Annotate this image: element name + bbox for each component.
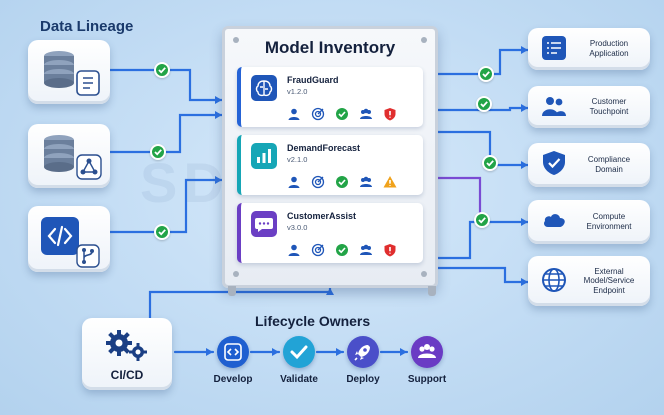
model-name: DemandForecast <box>287 143 361 153</box>
check-icon <box>476 96 492 112</box>
check-circle-icon <box>336 108 348 120</box>
check-circle-icon <box>336 244 348 256</box>
step-deploy[interactable] <box>347 336 379 368</box>
model-inventory-title: Model Inventory <box>264 38 396 57</box>
check-icon <box>290 345 308 360</box>
step-validate[interactable] <box>283 336 315 368</box>
model-card-fraudguard[interactable]: FraudGuard v1.2.0 <box>237 67 423 127</box>
output-label: External Model/Service Endpoint <box>583 266 635 295</box>
check-icon <box>478 66 494 82</box>
data-lineage-title: Data Lineage <box>40 18 134 35</box>
model-inventory-board: Model Inventory FraudGuard v1.2.0 Demand… <box>222 26 438 288</box>
alert-shield-icon <box>384 108 396 121</box>
target-icon <box>311 107 325 121</box>
team-icon <box>360 108 372 119</box>
user-icon <box>288 108 300 120</box>
check-icon <box>482 155 498 171</box>
output-compute-environment[interactable]: Compute Environment <box>528 200 650 244</box>
model-name: CustomerAssist <box>287 211 357 221</box>
output-label: Production Application <box>589 39 629 58</box>
warning-triangle-icon <box>383 176 397 188</box>
rocket-icon <box>354 345 370 361</box>
cicd-tile[interactable]: CI/CD <box>82 318 172 390</box>
database-icon <box>44 135 74 172</box>
target-icon <box>311 175 325 189</box>
model-version: v1.2.0 <box>287 87 308 96</box>
model-version: v2.1.0 <box>287 155 308 164</box>
model-name: FraudGuard <box>287 75 339 85</box>
output-label: Compliance Domain <box>587 155 631 174</box>
database-graph-source[interactable] <box>28 124 110 188</box>
check-icon <box>154 62 170 78</box>
step-label: Deploy <box>346 374 380 385</box>
code-repository-source[interactable] <box>28 206 110 272</box>
output-external-endpoint[interactable]: External Model/Service Endpoint <box>528 256 650 306</box>
output-production-application[interactable]: Production Application <box>528 28 650 70</box>
step-label: Support <box>407 374 447 385</box>
check-circle-icon <box>336 176 348 188</box>
database-icon <box>44 51 74 88</box>
model-card-customerassist[interactable]: CustomerAssist v3.0.0 <box>237 203 423 263</box>
check-icon <box>150 144 166 160</box>
lifecycle-owners-title: Lifecycle Owners <box>255 313 371 329</box>
code-icon <box>41 217 79 255</box>
document-icon <box>76 70 100 96</box>
network-graph-icon <box>76 154 102 180</box>
step-support[interactable] <box>411 336 443 368</box>
output-label: Compute Environment <box>586 212 632 231</box>
user-icon <box>288 244 300 256</box>
alert-shield-icon <box>384 244 396 257</box>
target-icon <box>311 243 325 257</box>
output-label: Customer Touchpoint <box>589 97 629 116</box>
step-label: Validate <box>280 374 318 385</box>
team-icon <box>360 176 372 187</box>
output-compliance-domain[interactable]: Compliance Domain <box>528 143 650 187</box>
people-icon <box>418 344 436 358</box>
globe-icon <box>542 268 566 292</box>
cicd-label: CI/CD <box>110 368 144 382</box>
model-version: v3.0.0 <box>287 223 308 232</box>
git-branch-icon <box>76 244 100 268</box>
application-icon <box>542 36 566 60</box>
check-icon <box>154 224 170 240</box>
bar-chart-icon <box>251 143 277 169</box>
users-icon <box>542 97 566 116</box>
brain-icon <box>251 75 277 101</box>
output-customer-touchpoint[interactable]: Customer Touchpoint <box>528 86 650 128</box>
chat-icon <box>251 211 277 237</box>
check-icon <box>474 212 490 228</box>
shield-check-icon <box>543 151 565 175</box>
user-icon <box>288 176 300 188</box>
model-card-demandforecast[interactable]: DemandForecast v2.1.0 <box>237 135 423 195</box>
database-document-source[interactable] <box>28 40 110 104</box>
step-develop[interactable] <box>217 336 249 368</box>
team-icon <box>360 244 372 255</box>
step-label: Develop <box>213 374 253 385</box>
code-icon <box>224 343 242 361</box>
gears-icon <box>106 330 147 361</box>
cloud-icon <box>544 214 565 227</box>
